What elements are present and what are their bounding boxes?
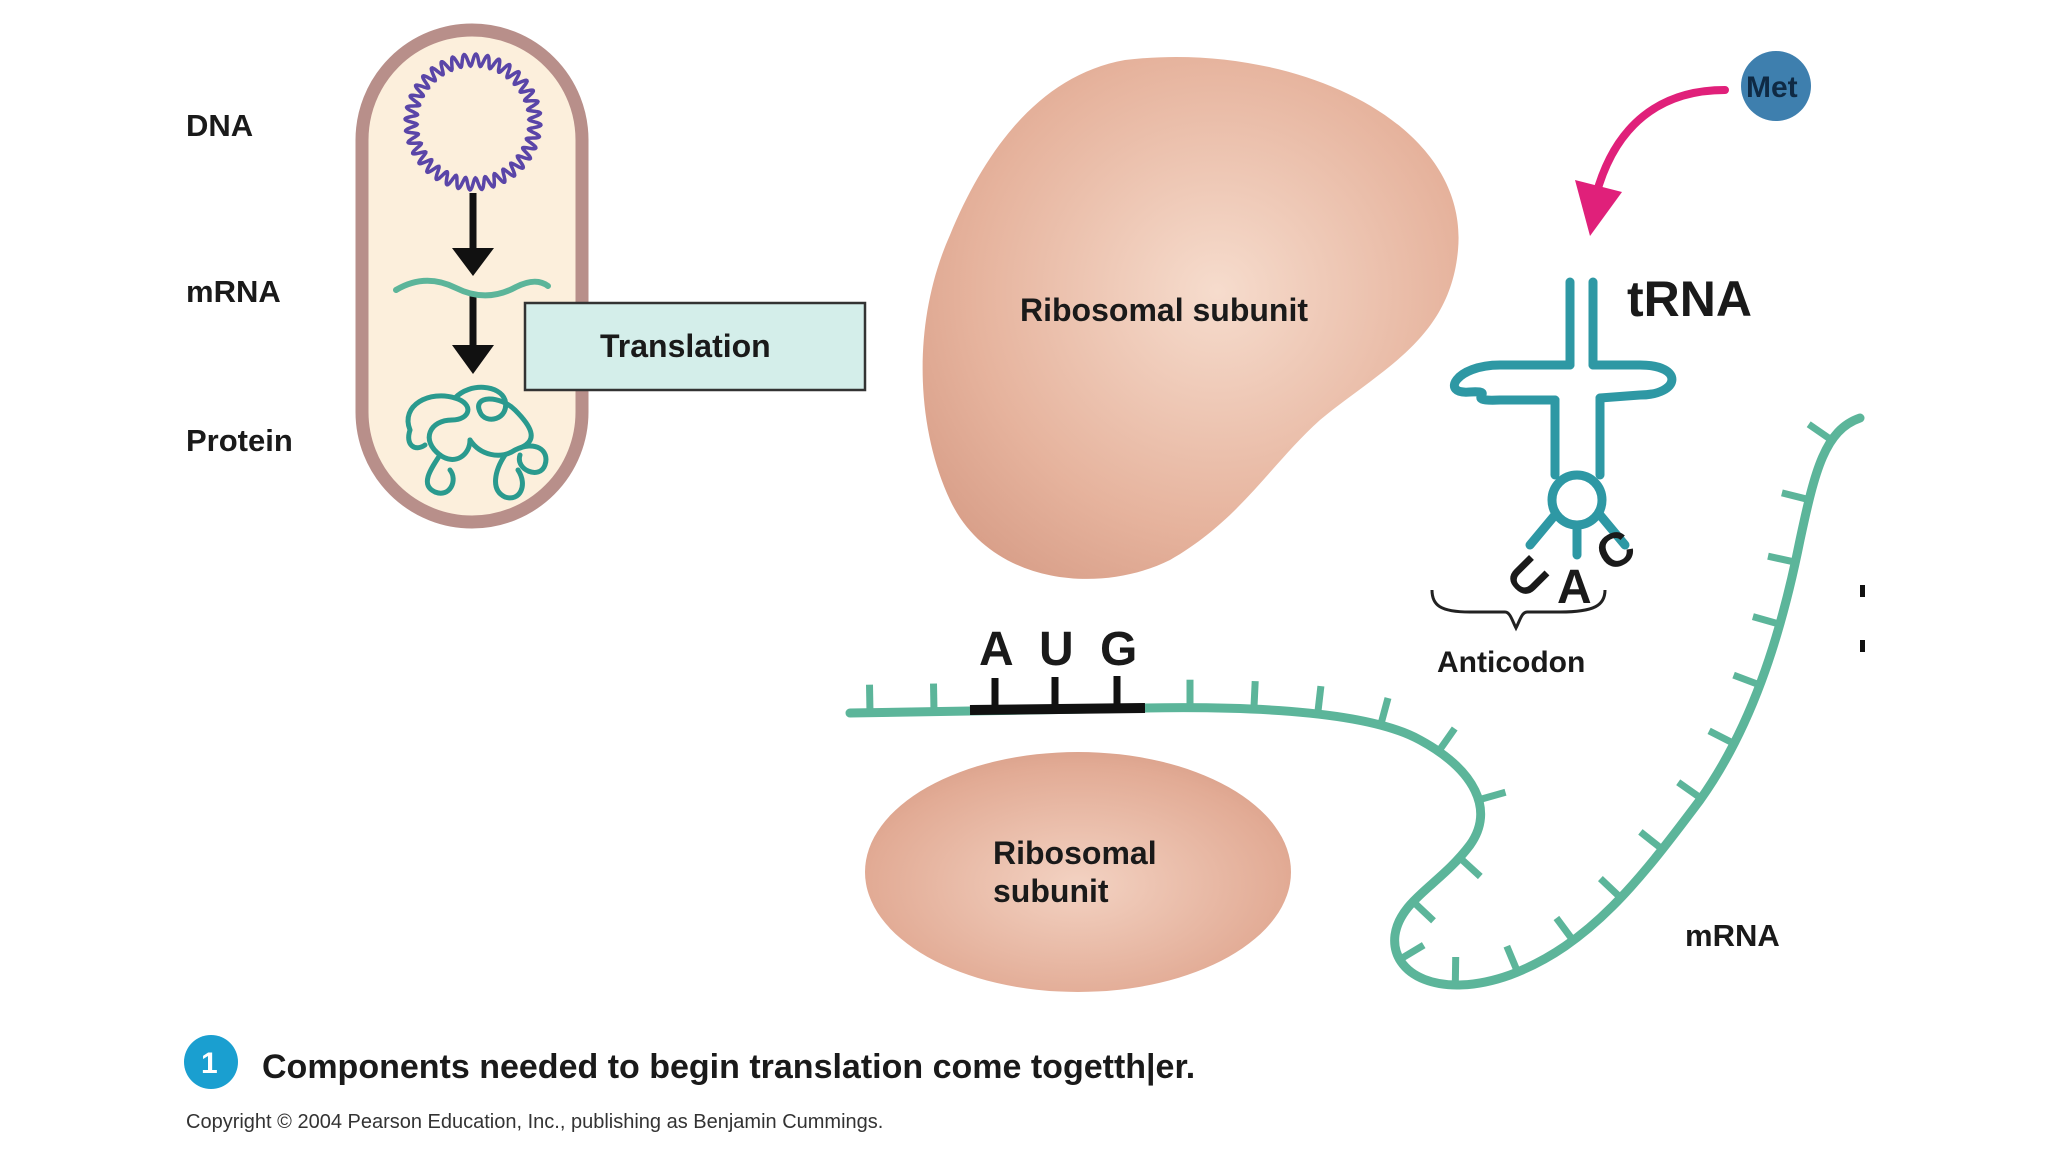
mrna-base-tick-14 <box>1597 876 1624 901</box>
translation-label: Translation <box>600 328 771 364</box>
mrna-base-tick-9 <box>1410 899 1436 924</box>
methionine: Met <box>1575 51 1811 236</box>
mrna-base-tick-10 <box>1397 942 1426 963</box>
mrna-base-tick-18 <box>1732 671 1762 689</box>
mrna-base-tick-6 <box>1435 726 1458 754</box>
anticodon-label: Anticodon <box>1437 646 1585 679</box>
mrna-base-tick-19 <box>1751 613 1781 628</box>
anticodon-base-u: U <box>1496 547 1558 609</box>
mrna-base-tick-5 <box>1377 697 1392 726</box>
translation-arrowhead-icon <box>452 345 494 374</box>
codon-base-a: A <box>979 623 1014 676</box>
mrna-backbone <box>845 413 1865 990</box>
mrna-base-tick-20 <box>1767 552 1797 566</box>
ribosomal-small-label-line1: Ribosomal <box>993 835 1157 871</box>
dna-circle-icon <box>403 52 543 192</box>
cell-overview: DNA mRNA Protein Translation <box>186 23 867 529</box>
mrna-base-tick-22 <box>1806 421 1834 443</box>
step-text: Components needed to begin translation c… <box>262 1048 1195 1086</box>
ribosome-large-subunit: Ribosomal subunit <box>922 56 1459 579</box>
edge-mark-1 <box>1860 585 1865 597</box>
mrna-base-tick-4 <box>1314 685 1325 715</box>
trna-cloverleaf-icon <box>1450 277 1677 560</box>
ribosome-small-subunit: Ribosomal subunit <box>865 752 1291 992</box>
dna-label: DNA <box>186 108 253 143</box>
mrna-base-tick-15 <box>1638 829 1665 853</box>
mrna-left-label: mRNA <box>186 274 281 309</box>
step-badge <box>184 1035 238 1089</box>
anticodon-base-c: C <box>1587 519 1644 582</box>
anticodon-brace-icon <box>1430 589 1607 632</box>
mrna-strand: A U G mRNA <box>845 413 1865 990</box>
ribosomal-small-label-line2: subunit <box>993 873 1109 909</box>
bacterial-cell <box>355 23 589 529</box>
codon-base-g: G <box>1100 623 1137 676</box>
mrna-base-tick-8 <box>1457 855 1483 880</box>
mrna-base-ticks <box>866 421 1834 986</box>
edge-mark-2 <box>1860 640 1865 652</box>
step-caption: 1 Components needed to begin translation… <box>184 1035 1195 1133</box>
met-arrow-icon <box>1592 86 1729 199</box>
trna-label: tRNA <box>1627 271 1752 327</box>
anticodon-base-a: A <box>1557 561 1592 614</box>
mrna-base-tick-7 <box>1477 788 1507 804</box>
copyright-text: Copyright © 2004 Pearson Education, Inc.… <box>186 1111 883 1133</box>
met-label: Met <box>1746 71 1798 104</box>
mrna-base-tick-17 <box>1707 727 1736 747</box>
transcription-arrowhead-icon <box>452 248 494 276</box>
codon-base-u: U <box>1039 623 1074 676</box>
mrna-right-label: mRNA <box>1685 918 1780 953</box>
mrna-base-tick-21 <box>1781 489 1810 504</box>
step-number: 1 <box>201 1047 218 1080</box>
met-arrowhead-icon <box>1575 180 1622 236</box>
mrna-base-tick-1 <box>930 683 938 712</box>
protein-label: Protein <box>186 423 293 458</box>
ribosomal-large-label: Ribosomal subunit <box>1020 292 1308 328</box>
mrna-base-tick-13 <box>1553 915 1576 943</box>
met-circle-icon <box>1741 51 1811 121</box>
mrna-squiggle-icon <box>393 277 551 299</box>
translation-box <box>523 301 867 392</box>
trna-molecule: tRNA U A C Anticodon <box>1430 271 1752 679</box>
mrna-base-tick-16 <box>1676 779 1704 802</box>
mrna-base-tick-3 <box>1250 680 1259 710</box>
mrna-base-tick-12 <box>1503 944 1521 974</box>
protein-tangle-icon <box>405 384 549 501</box>
mrna-base-tick-0 <box>866 684 874 713</box>
